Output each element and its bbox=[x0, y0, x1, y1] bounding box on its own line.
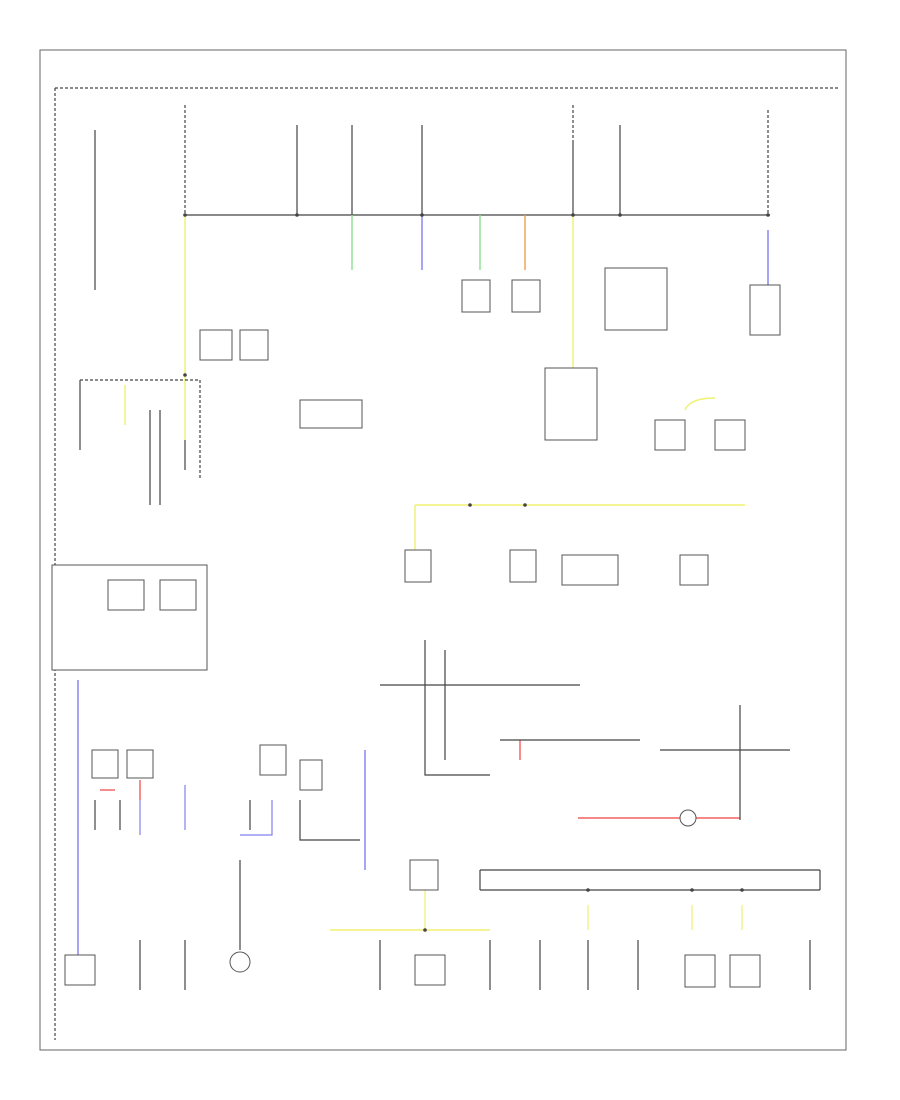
lower-block-4 bbox=[299, 759, 323, 791]
component-block-5 bbox=[604, 267, 668, 331]
lower-left-components bbox=[91, 744, 360, 973]
lower-block-2 bbox=[126, 749, 154, 779]
colored-wires bbox=[77, 215, 769, 965]
middle-components bbox=[380, 549, 790, 827]
top-feed-drops bbox=[94, 105, 769, 290]
left-relay-area bbox=[51, 379, 208, 671]
connector-markers bbox=[183, 213, 770, 932]
lower-block-1 bbox=[91, 749, 119, 779]
mid-block-3 bbox=[561, 554, 619, 586]
bottom-block-1 bbox=[64, 954, 96, 986]
left-relay-1 bbox=[107, 579, 145, 611]
component-block-1 bbox=[199, 329, 233, 361]
top-dashed-bus bbox=[54, 87, 840, 1040]
bottom-ground-bus bbox=[409, 859, 821, 891]
component-block-3 bbox=[461, 279, 491, 313]
component-block-2 bbox=[239, 329, 269, 361]
mid-block-2 bbox=[509, 549, 537, 583]
upper-components bbox=[199, 267, 781, 451]
component-block-6 bbox=[749, 284, 781, 336]
bottom-block-4 bbox=[729, 954, 761, 988]
lamp-circle bbox=[229, 951, 251, 973]
component-block-8 bbox=[654, 419, 686, 451]
wire-blue-4 bbox=[240, 800, 273, 836]
mid-block-1 bbox=[404, 549, 432, 583]
bottom-block-3 bbox=[684, 954, 716, 988]
component-block-4 bbox=[511, 279, 541, 313]
bottom-connector-block bbox=[409, 859, 439, 891]
wire-yellow-arc bbox=[684, 397, 716, 411]
component-block-10 bbox=[299, 399, 363, 429]
connector-circle-right bbox=[679, 809, 697, 827]
component-block-7 bbox=[544, 367, 598, 441]
diagram-border bbox=[39, 49, 847, 1051]
component-block-9 bbox=[714, 419, 746, 451]
left-relay-2 bbox=[159, 579, 197, 611]
lower-block-3 bbox=[259, 744, 287, 776]
bottom-components bbox=[64, 940, 811, 990]
bottom-block-2 bbox=[414, 954, 446, 986]
mid-block-4 bbox=[679, 554, 709, 586]
